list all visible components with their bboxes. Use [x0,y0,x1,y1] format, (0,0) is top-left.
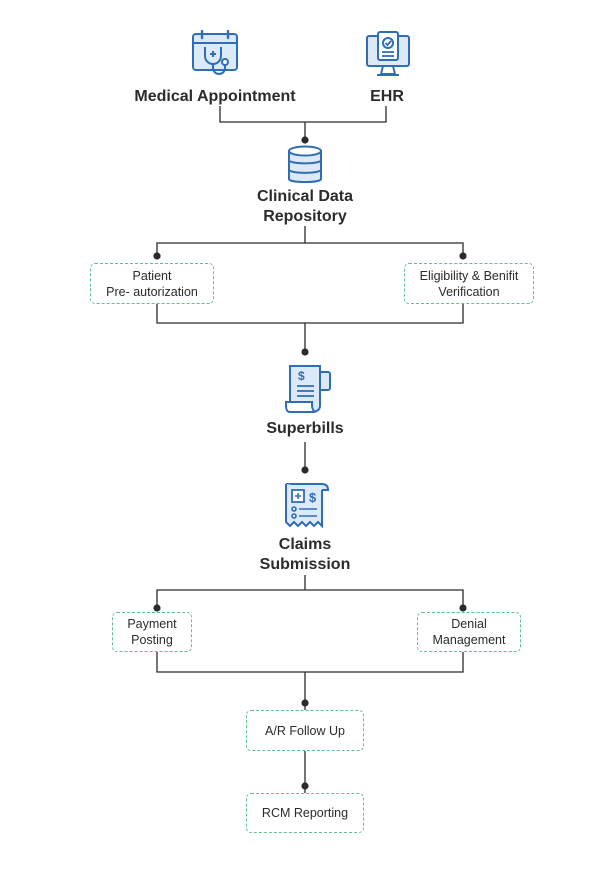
ar-follow-up-box: A/R Follow Up [246,710,364,751]
junction-dot [301,348,309,356]
clinical-data-repository-label: Clinical Data Repository [257,187,353,227]
rcm-reporting-label: RCM Reporting [261,806,349,820]
payment-posting-line2: Posting [131,633,173,647]
rcm-reporting-box: RCM Reporting [246,793,364,833]
eligibility-line1: Eligibility & Benifit [419,268,519,283]
connector-repository-split [156,242,464,256]
clinical-data-repository-line2: Repository [263,208,347,225]
connector-claims-split [156,589,464,608]
connector-payment-down [156,652,305,673]
junction-dot [301,466,309,474]
superbills-label: Superbills [266,420,344,437]
junction-dot [153,252,161,260]
ar-follow-up-label: A/R Follow Up [265,723,345,738]
denial-management-line2: Management [432,633,506,647]
patient-preauth-line1: Patient [132,268,172,283]
connector-ehr [305,106,387,123]
claims-submission-line2: Submission [259,556,351,573]
claims-submission-label: Claims Submission [260,535,351,575]
junction-dot [301,699,309,707]
bill-receipt-icon: $ [285,365,331,413]
ehr-label: EHR [370,88,404,105]
denial-management-box: Denial Management [417,612,521,652]
connector-eligibility-down [305,304,464,324]
eligibility-verification-box: Eligibility & Benifit Verification [404,263,534,304]
junction-dot [459,604,467,612]
svg-text:$: $ [298,369,305,383]
connector-preauth-down [156,304,305,324]
claim-form-icon: $ [285,483,330,529]
svg-text:$: $ [309,490,317,505]
junction-dot [301,136,309,144]
eligibility-line2: Verification [438,284,500,299]
junction-dot [301,782,309,790]
denial-management-line1: Denial [451,617,487,631]
payment-posting-line1: Payment [127,617,177,631]
patient-preauth-line2: Pre- autorization [106,284,198,299]
payment-posting-box: Payment Posting [112,612,192,652]
connector-medical-appointment [219,106,305,123]
junction-dot [153,604,161,612]
monitor-record-icon [366,31,410,76]
junction-dot [459,252,467,260]
medical-appointment-label: Medical Appointment [134,88,296,105]
claims-submission-line1: Claims [278,536,332,553]
database-icon [288,145,322,183]
patient-preauth-box: Patient Pre- autorization [90,263,214,304]
calendar-stethoscope-icon [192,30,238,75]
connector-denial-down [305,652,464,673]
clinical-data-repository-line1: Clinical Data [256,188,354,205]
